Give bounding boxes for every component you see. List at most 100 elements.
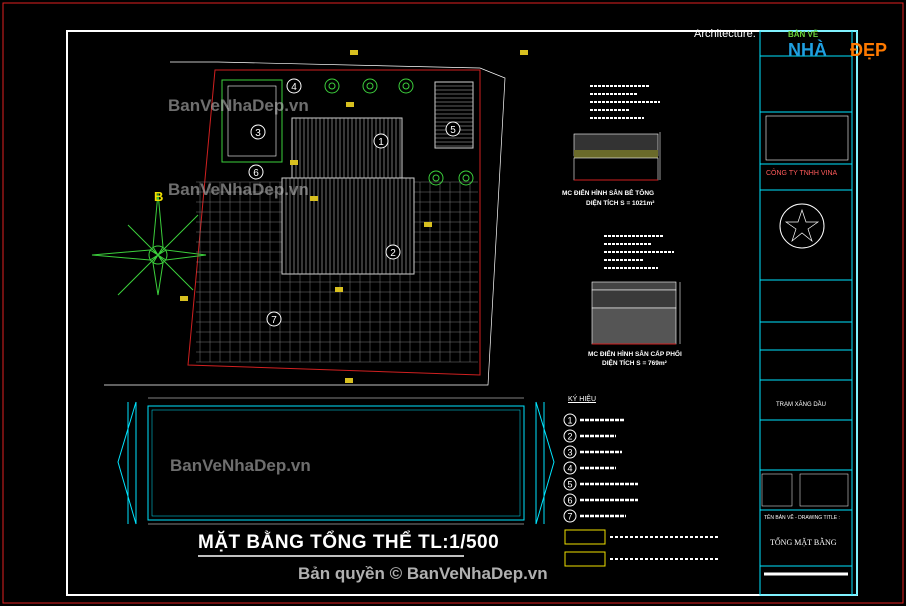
tree-icon <box>458 170 474 186</box>
compass-ring <box>148 245 168 265</box>
section-2-layer-c <box>591 307 677 345</box>
section-1-labels <box>590 85 660 119</box>
seal-star-icon <box>784 208 820 243</box>
plan-marker-number: 6 <box>253 168 259 179</box>
section-detail-2 <box>591 235 681 345</box>
company-seal <box>779 203 825 249</box>
legend-number: 6 <box>567 496 572 506</box>
legend-number: 5 <box>567 480 572 490</box>
section-1-area: DIỆN TÍCH S = 1021m² <box>586 200 655 207</box>
plan-marker-number: 1 <box>378 137 384 148</box>
dimension-marks <box>180 50 528 383</box>
section-1-layer-b <box>574 150 658 158</box>
legend-number: 3 <box>567 448 572 458</box>
legend-number: 4 <box>567 464 572 474</box>
tree-icon <box>428 170 444 186</box>
section-2-labels <box>604 235 674 269</box>
section-1-layer-c <box>573 157 659 181</box>
tree-icon <box>398 78 414 94</box>
plan-marker-number: 3 <box>255 128 261 139</box>
paving-grid <box>196 181 478 363</box>
legend-number: 7 <box>567 512 572 522</box>
plan-marker-number: 4 <box>291 82 297 93</box>
elevation-view <box>117 397 555 525</box>
north-arrow: B <box>91 189 207 296</box>
plan-marker-circle <box>286 78 302 94</box>
tb-sheet-title-label: TÊN BẢN VẼ - DRAWING TITLE : <box>764 515 840 521</box>
main-hatch <box>285 178 411 274</box>
dimension-mark <box>310 196 318 201</box>
dimension-mark <box>335 287 343 292</box>
tree-core <box>462 174 470 182</box>
compass-se <box>153 250 194 291</box>
dimension-mark <box>180 296 188 301</box>
plan-marker-circle <box>373 133 389 149</box>
dimension-mark <box>346 102 354 107</box>
legend: 1 2 3 4 5 6 7 <box>563 413 638 523</box>
compass-w <box>91 249 159 261</box>
tank-area-inner <box>227 85 277 157</box>
legend-marker <box>563 461 577 475</box>
elevation-frame <box>147 405 525 521</box>
dimension-mark <box>520 50 528 55</box>
section-2-layer-b <box>591 289 677 309</box>
section-2-layer-a <box>591 281 677 291</box>
elevation-right-cap <box>535 401 555 525</box>
legend-marker <box>563 413 577 427</box>
plan-marker-number: 7 <box>271 315 277 326</box>
plan-marker-circle <box>248 164 264 180</box>
legend-heading: KÝ HIỆU <box>568 396 597 403</box>
legend-marker <box>563 493 577 507</box>
tank-area <box>221 79 283 163</box>
dimension-mark <box>290 160 298 165</box>
logo-top-text: BẢN VẼ <box>788 30 819 39</box>
tb-sheet-title: TỔNG MẶT BẰNG <box>770 538 837 547</box>
legend-number: 1 <box>567 416 572 426</box>
tree-core <box>328 82 336 90</box>
tree-icon <box>324 78 340 94</box>
tb-revision-table <box>765 115 849 161</box>
site-logo: BẢN VẼ NHÀ ĐẸP <box>784 18 896 62</box>
tree-core <box>366 82 374 90</box>
plan-marker-number: 2 <box>390 248 396 259</box>
dimension-mark <box>424 222 432 227</box>
plan-marker-circle <box>445 121 461 137</box>
logo-right-text: ĐẸP <box>850 40 888 60</box>
elevation-left-cap <box>117 401 137 525</box>
dimension-mark <box>345 378 353 383</box>
tb-checkbox-group <box>761 473 793 507</box>
legend-marker <box>563 429 577 443</box>
tb-project: TRẠM XĂNG DẦU <box>776 402 827 408</box>
storage-block <box>434 81 474 149</box>
tb-company: CÔNG TY TNHH VINA <box>766 170 838 177</box>
compass-letter: B <box>154 189 163 204</box>
section-2-label: MC ĐIỂN HÌNH SÂN CẤP PHỐI <box>588 351 682 358</box>
legend-number: 2 <box>567 432 572 442</box>
legend-marker <box>563 509 577 523</box>
title-block <box>759 30 858 596</box>
plan-marker-circle <box>250 124 266 140</box>
architecture-stamp: Architecture. <box>694 28 756 40</box>
section-2-area: DIỆN TÍCH S = 769m² <box>602 360 667 367</box>
tree-core <box>432 174 440 182</box>
storage-hatch <box>435 85 473 147</box>
title-block-rows <box>760 55 852 576</box>
tb-checkbox-group <box>799 473 849 507</box>
legend-marker <box>563 445 577 459</box>
drawing-title: MẶT BẰNG TỔNG THỂ TL:1/500 <box>198 532 500 553</box>
drawing-frame <box>66 30 858 596</box>
lot-boundary <box>104 61 506 386</box>
canopy-hatch <box>295 118 401 180</box>
dimension-mark <box>350 50 358 55</box>
tree-core <box>402 82 410 90</box>
tree-icon <box>362 78 378 94</box>
legend-swatch-gravel <box>564 551 606 567</box>
section-1-label: MC ĐIỂN HÌNH SÂN BÊ TÔNG <box>562 190 655 197</box>
logo-mid-text: NHÀ <box>788 40 827 60</box>
legend-swatch-concrete <box>564 529 606 545</box>
site-boundary <box>187 69 481 376</box>
legend-marker <box>563 477 577 491</box>
